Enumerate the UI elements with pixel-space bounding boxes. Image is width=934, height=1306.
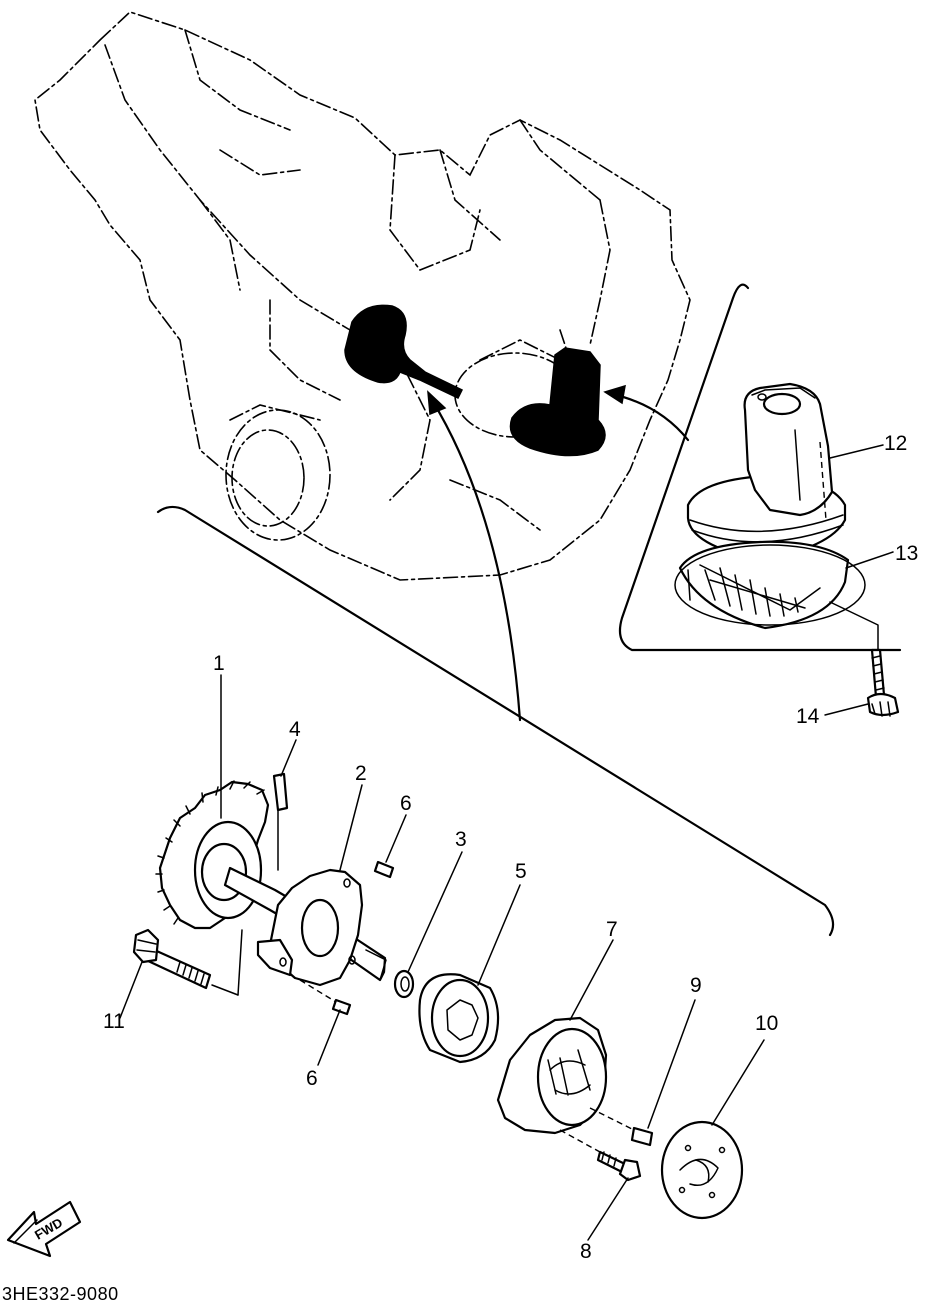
strainer-gasket — [674, 544, 866, 626]
oil-strainer — [678, 382, 850, 630]
drive-pin — [272, 772, 289, 871]
pump-mount-highlight — [344, 304, 464, 399]
callout-labels: 1 2 3 4 5 6 6 7 8 9 10 11 12 13 14 — [103, 432, 918, 1263]
callout-5: 5 — [515, 860, 527, 883]
assembly-arrow-strainer — [603, 384, 690, 442]
engine-crankcase-outline — [34, 11, 691, 581]
callout-12: 12 — [884, 432, 907, 455]
assembly-arrow-pump — [427, 390, 522, 722]
pump-section-frame — [156, 505, 835, 937]
callout-6-upper: 6 — [400, 792, 412, 815]
callout-8: 8 — [580, 1240, 592, 1263]
callout-10: 10 — [755, 1012, 778, 1035]
pump-bolt — [559, 1129, 642, 1182]
diagram-code: 3HE332-9080 — [2, 1284, 119, 1304]
pump-drive-gear — [155, 780, 270, 930]
callout-2: 2 — [355, 762, 367, 785]
inner-rotor — [418, 973, 500, 1064]
mounting-bolt — [132, 928, 212, 990]
pump-housing — [256, 868, 364, 987]
callout-4: 4 — [289, 718, 301, 741]
callout-9: 9 — [690, 974, 702, 997]
callout-11: 11 — [103, 1010, 125, 1033]
callout-3: 3 — [455, 828, 467, 851]
callout-13: 13 — [895, 542, 918, 565]
strainer-bolt — [829, 601, 900, 717]
dowel-pin-upper — [373, 860, 395, 879]
pump-cover-plate — [660, 1120, 744, 1220]
strainer-section-frame — [618, 283, 902, 652]
relief-pin — [589, 1107, 654, 1147]
callout-7: 7 — [606, 918, 618, 941]
callout-1: 1 — [213, 652, 225, 675]
callout-6-lower: 6 — [306, 1067, 318, 1090]
circlip — [393, 969, 415, 999]
dowel-pin-lower — [299, 979, 352, 1016]
leader-lines — [119, 444, 894, 1241]
outer-rotor-cover — [496, 1016, 608, 1135]
callout-14: 14 — [796, 705, 820, 728]
forward-direction-arrow: FWD — [6, 1200, 82, 1258]
strainer-mount-highlight — [509, 347, 606, 457]
